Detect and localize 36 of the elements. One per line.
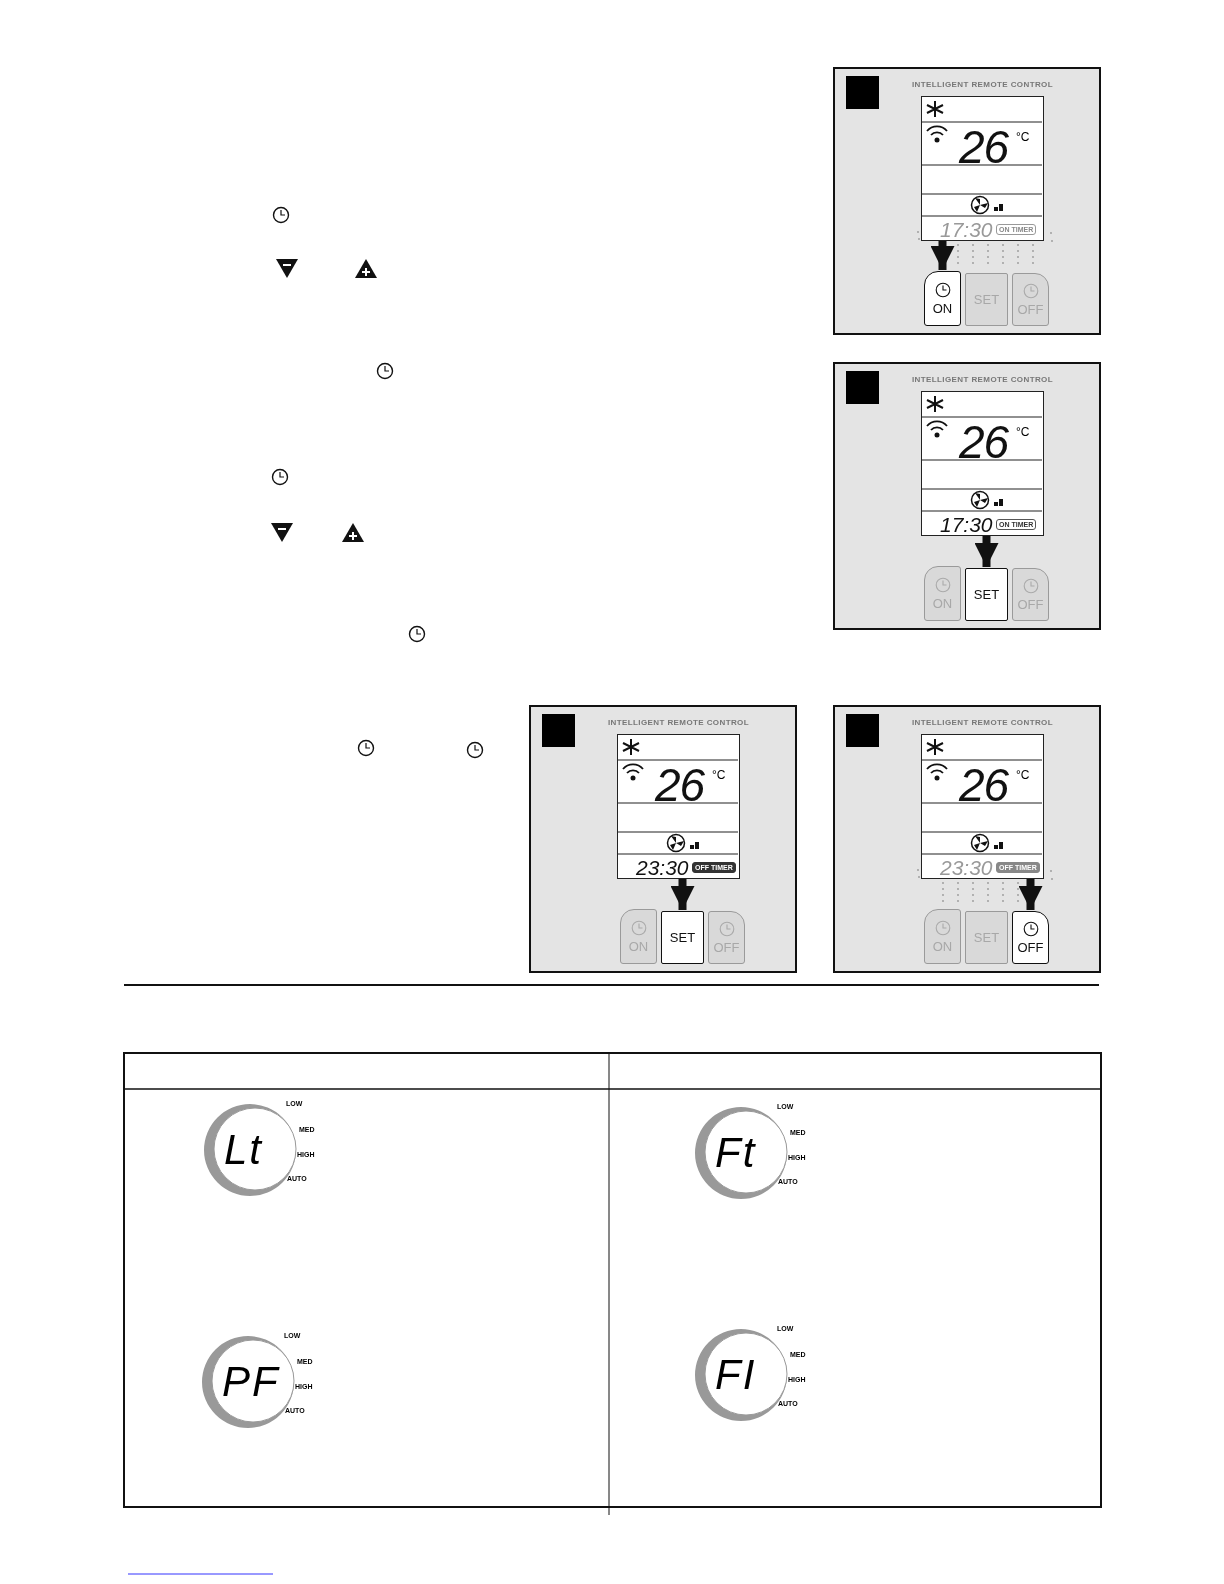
remote-control-panel — [833, 362, 1101, 630]
remote-control-panel — [833, 705, 1101, 973]
timer-reading: 23:30 — [940, 857, 993, 878]
unit-label: °C — [1016, 130, 1030, 144]
arrow — [1018, 879, 1043, 910]
temperature-reading: 26 — [959, 419, 1009, 465]
panel-title: INTELLIGENT REMOTE CONTROL — [911, 375, 1054, 384]
remote-control-panel — [833, 67, 1101, 335]
remote-button: SET — [965, 568, 1008, 621]
panel-title: INTELLIGENT REMOTE CONTROL — [911, 80, 1054, 89]
lcd-screen — [921, 391, 1044, 536]
panel-title: INTELLIGENT REMOTE CONTROL — [607, 718, 750, 727]
remote-button: ON — [924, 271, 961, 326]
temperature-reading: 26 — [655, 762, 705, 808]
error-code: Lt — [224, 1129, 264, 1171]
arrow — [670, 879, 695, 910]
remote-control-panel — [529, 705, 797, 973]
timer-reading: 17:30 — [940, 219, 993, 240]
lcd-screen — [921, 96, 1044, 241]
unit-label: °C — [712, 768, 726, 782]
lcd-screen — [921, 734, 1044, 879]
error-code: Ft — [715, 1132, 757, 1174]
lcd-screen — [617, 734, 740, 879]
remote-button: OFF — [1012, 911, 1049, 964]
timer-reading: 17:30 — [940, 514, 993, 535]
temperature-reading: 26 — [959, 762, 1009, 808]
arrow — [930, 241, 955, 270]
unit-label: °C — [1016, 768, 1030, 782]
unit-label: °C — [1016, 425, 1030, 439]
error-code: FI — [715, 1354, 757, 1396]
remote-button: SET — [661, 911, 704, 964]
error-code: PF — [222, 1361, 280, 1403]
arrow — [974, 536, 999, 567]
temperature-reading: 26 — [959, 124, 1009, 170]
timer-reading: 23:30 — [636, 857, 689, 878]
panel-title: INTELLIGENT REMOTE CONTROL — [911, 718, 1054, 727]
